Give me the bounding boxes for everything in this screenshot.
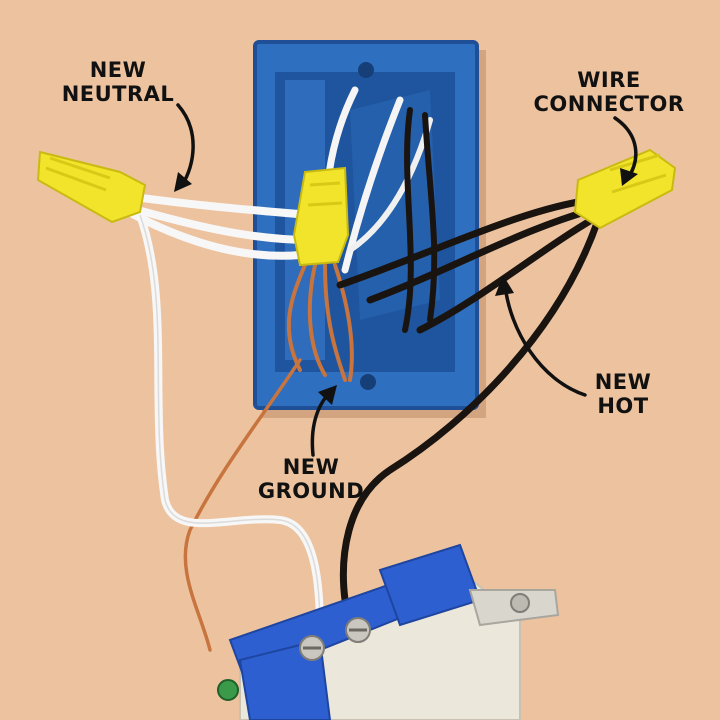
wire-connector-left [36,150,147,224]
label-wire-connector: WIRE CONNECTOR [524,68,694,116]
label-new-neutral-line2: NEUTRAL [61,82,175,106]
box-mount-hole-bottom [360,374,376,390]
label-wire-connector-line1: WIRE [577,68,641,92]
label-new-neutral-line1: NEW [89,58,147,82]
arrow-heads [174,168,638,405]
wire-connector-right [573,148,677,230]
label-new-ground: NEW GROUND [236,455,386,503]
label-wire-connector-line2: CONNECTOR [533,92,685,116]
neutral-wire-outlines [139,214,321,641]
hot-wires [336,196,602,604]
label-new-hot: NEW HOT [568,370,678,418]
receptacle [217,543,560,720]
arrow-hot [503,283,587,397]
ground-screw [217,679,239,701]
label-new-hot-line1: NEW [594,370,652,394]
box-mount-hole-top [358,62,374,78]
mount-screw [510,593,530,613]
wire-connector-center [292,166,350,267]
label-new-ground-line2: GROUND [257,479,365,503]
callout-arrows [176,103,638,457]
label-new-hot-line2: HOT [597,394,649,418]
label-new-ground-line1: NEW [282,455,340,479]
label-new-neutral: NEW NEUTRAL [48,58,188,106]
